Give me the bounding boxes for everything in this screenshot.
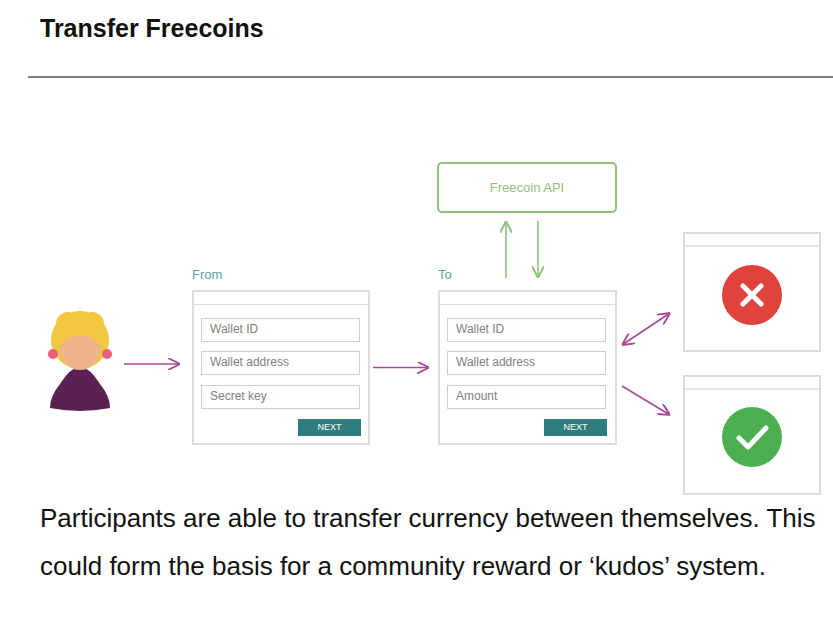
flow-arrow (537, 221, 539, 278)
input-field: Wallet address (447, 351, 606, 375)
button-label: NEXT (298, 419, 361, 436)
panel-heading: From (192, 267, 222, 282)
success-panel (684, 376, 820, 494)
title-rule (28, 76, 833, 78)
api-box: Freecoin API (437, 162, 617, 213)
page-title: Transfer Freecoins (40, 14, 264, 43)
entry-arrow (124, 363, 180, 365)
field-placeholder: Secret key (202, 386, 359, 407)
person-figure (48, 311, 112, 411)
panel-header-strip (194, 292, 368, 305)
success-arrow (622, 386, 670, 415)
field-placeholder: Wallet address (448, 352, 605, 373)
input-field: Wallet ID (201, 318, 360, 342)
form-panel: FromWallet IDWallet addressSecret keyNEX… (192, 290, 370, 445)
api-label: Freecoin API (439, 164, 615, 211)
error-panel (684, 233, 820, 351)
input-field: Wallet ID (447, 318, 606, 342)
field-placeholder: Wallet address (202, 352, 359, 373)
panel-heading: To (438, 267, 452, 282)
next-button: NEXT (544, 419, 607, 436)
input-field: Amount (447, 385, 606, 409)
caption-text: Participants are able to transfer curren… (40, 494, 830, 590)
flow-arrow (505, 221, 507, 278)
field-placeholder: Amount (448, 386, 605, 407)
input-field: Secret key (201, 385, 360, 409)
panel-header-strip (440, 292, 615, 305)
input-field: Wallet address (201, 351, 360, 375)
flow-arrow (373, 367, 429, 369)
error-arrow (622, 313, 670, 345)
field-placeholder: Wallet ID (448, 319, 605, 340)
next-button: NEXT (298, 419, 361, 436)
field-placeholder: Wallet ID (202, 319, 359, 340)
form-panel: ToWallet IDWallet addressAmountNEXT (438, 290, 617, 445)
button-label: NEXT (544, 419, 607, 436)
